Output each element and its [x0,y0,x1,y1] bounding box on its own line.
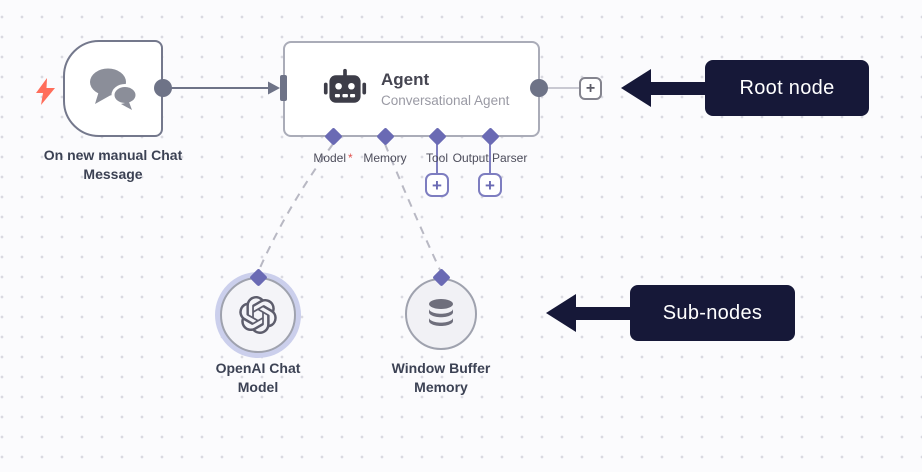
window-buffer-memory-node[interactable] [405,278,477,350]
trigger-output-endpoint[interactable] [154,79,172,97]
agent-node-title: Agent [381,70,430,89]
memory-node-label: Window Buffer Memory [391,360,491,395]
sub-nodes-annotation-label: Sub-nodes [662,301,763,324]
plus-icon: + [432,175,442,195]
plus-icon: + [585,79,596,97]
add-next-node-button[interactable]: + [579,77,602,100]
sub-nodes-arrow-head [546,294,576,332]
sub-nodes-annotation: Sub-nodes [630,285,795,341]
root-node-arrow [650,82,707,95]
agent-port-output-parser-label: Output Parser [452,151,528,165]
add-tool-button[interactable]: + [425,173,449,197]
agent-node-subtitle: Conversational Agent [381,93,510,108]
openai-logo-icon [239,296,277,334]
lightning-bolt-icon [36,78,55,105]
database-icon [425,298,457,330]
root-node-annotation-label: Root node [739,76,835,99]
root-node-annotation: Root node [705,60,869,116]
required-asterisk: * [348,151,353,165]
openai-node-label: OpenAI Chat Model [215,360,301,395]
add-output-parser-button[interactable]: + [478,173,502,197]
sub-nodes-arrow [575,307,632,320]
agent-output-endpoint[interactable] [530,79,548,97]
agent-input-handle[interactable] [280,75,287,101]
trigger-node-label: On new manual Chat Message [43,147,183,182]
agent-port-memory-label: Memory [363,151,407,165]
agent-port-model-label: Model* [313,151,353,165]
plus-icon: + [485,175,495,195]
agent-node[interactable]: Agent Conversational Agent [283,41,540,137]
agent-port-tool-label: Tool [425,151,449,165]
chat-bubbles-icon [87,67,139,111]
robot-icon [323,68,367,110]
chat-trigger-node[interactable] [63,40,163,137]
root-node-arrow-head [621,69,651,107]
openai-chat-model-node[interactable] [220,277,296,353]
